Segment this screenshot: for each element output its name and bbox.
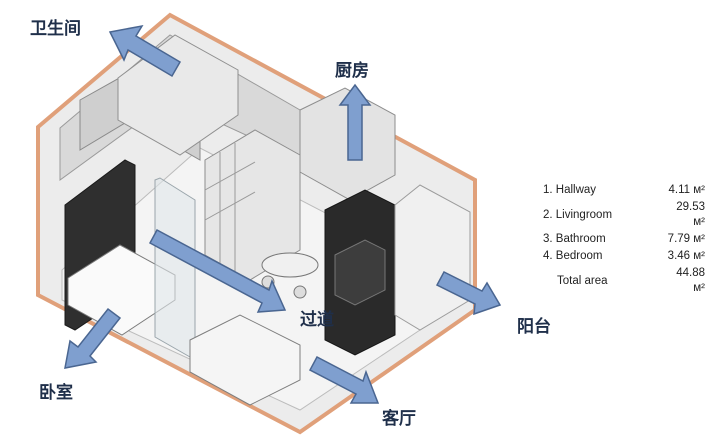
arrow-hallway bbox=[148, 228, 287, 313]
label-living: 客厅 bbox=[382, 409, 416, 429]
label-balcony: 阳台 bbox=[517, 317, 551, 337]
area-row-value: 3.46 м² bbox=[667, 250, 705, 262]
area-row-total: Total area 44.88 м² bbox=[543, 265, 705, 297]
area-row-value: 29.53 м² bbox=[676, 201, 705, 228]
label-kitchen: 厨房 bbox=[335, 61, 369, 81]
arrow-balcony bbox=[435, 271, 502, 316]
bathroom-walls bbox=[117, 34, 239, 156]
label-hallway: 过道 bbox=[300, 310, 334, 330]
arrow-living bbox=[308, 355, 380, 404]
area-total-name: Total area bbox=[557, 274, 608, 287]
label-bathroom: 卫生间 bbox=[30, 19, 81, 39]
direction-arrows bbox=[64, 24, 502, 404]
area-row-value: 4.11 м² bbox=[668, 184, 705, 196]
apartment-isometric-model bbox=[36, 12, 477, 435]
tv-screen bbox=[334, 239, 386, 306]
area-row-value: 7.79 м² bbox=[667, 233, 705, 245]
area-row: 3. Bathroom 7.79 м² bbox=[543, 231, 705, 248]
arrow-kitchen bbox=[338, 83, 372, 161]
area-row: 1. Hallway 4.11 м² bbox=[543, 182, 705, 199]
area-row-name: 4. Bedroom bbox=[543, 250, 603, 262]
area-total-value: 44.88 м² bbox=[676, 267, 705, 294]
glass-partition bbox=[154, 177, 196, 358]
area-row-name: 2. Livingroom bbox=[543, 208, 613, 221]
area-row-name: 1. Hallway bbox=[543, 184, 597, 196]
area-row: 2. Livingroom 29.53 м² bbox=[543, 199, 705, 231]
dining-table bbox=[261, 252, 319, 278]
arrow-bathroom bbox=[108, 24, 182, 78]
area-row-name: 3. Bathroom bbox=[543, 233, 606, 245]
arrow-bedroom bbox=[64, 307, 122, 369]
area-table: 1. Hallway 4.11 м² 2. Livingroom 29.53 м… bbox=[543, 182, 705, 297]
area-row: 4. Bedroom 3.46 м² bbox=[543, 248, 705, 265]
sofa bbox=[189, 314, 301, 406]
label-bedroom: 卧室 bbox=[39, 383, 73, 403]
